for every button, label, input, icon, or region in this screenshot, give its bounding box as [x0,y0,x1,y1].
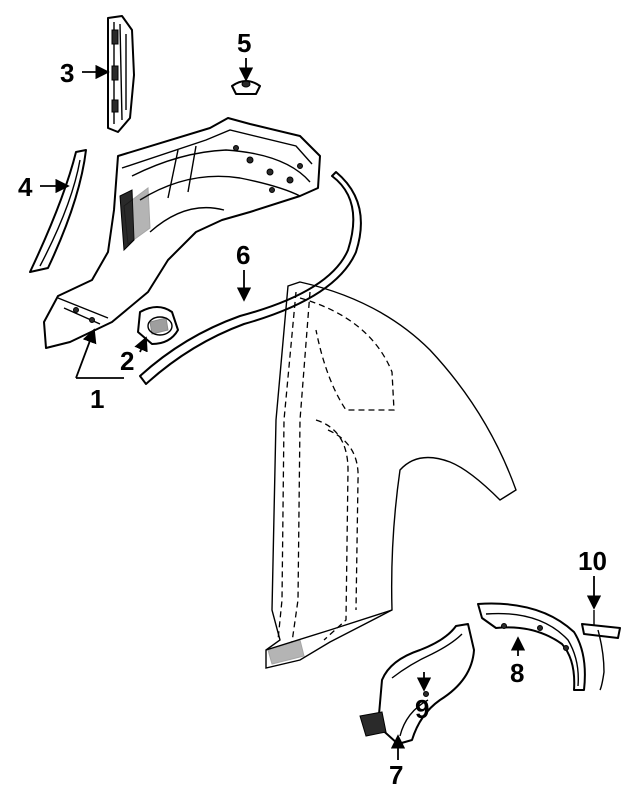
callout-10: 10 [578,546,607,576]
callout-5: 5 [237,28,251,58]
part-8-splash-shield [477,602,586,691]
callout-9: 9 [415,694,429,724]
part-2-filler-housing [137,306,179,345]
part-5-clip [231,80,261,95]
quarter-outer-panel [265,281,517,669]
callout-3: 3 [60,58,74,88]
part-7-liner [359,623,475,745]
part-6-molding [139,171,362,385]
callout-4: 4 [18,172,33,202]
part-10-bracket [581,610,621,691]
part-4-trim-strip [29,149,87,273]
leader-lines [40,58,602,760]
callout-7: 7 [389,760,403,790]
callout-8: 8 [510,658,524,688]
callout-1: 1 [90,384,104,414]
callout-2: 2 [120,346,134,376]
callout-6: 6 [236,240,250,270]
callout-labels: 1 2 3 4 5 6 7 8 9 10 [18,28,607,790]
part-3-pillar-bracket [107,15,135,133]
part-1-inner-panel [43,117,321,349]
